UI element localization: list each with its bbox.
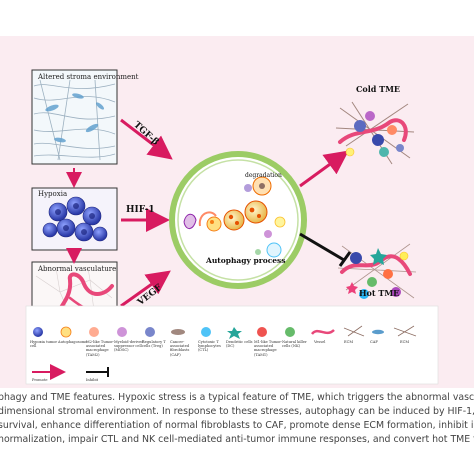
caption-line: normalization, impair CTL and NK cell-me… [0, 434, 474, 445]
legend-icons [32, 325, 417, 380]
legend-promote-label: Promote [32, 378, 48, 382]
diagram-canvas [25, 69, 439, 385]
hif1-label: HIF-1 [126, 205, 155, 215]
caption-line: phagy and TME features. Hypoxic stress i… [0, 392, 474, 403]
legend-label: Myeloid-derived suppressor cell (MDSC) [114, 340, 144, 353]
legend-label: Autophagosome [58, 340, 88, 344]
legend-label: Vessel [314, 340, 326, 344]
vegf-arrow [120, 270, 171, 308]
legend-label: Regulatory T cells (Treg) [142, 340, 166, 349]
tgf-beta-arrow [120, 118, 173, 160]
legend-label: Cytotoxic T lymphocytes (CTL) [198, 340, 221, 353]
legend-label: CAF [370, 340, 378, 344]
legend-label: M2-like Tumor-associated macrophage (TAM… [86, 340, 115, 357]
hot-tme-label: Hot TME [359, 288, 400, 298]
autophagy-circle [169, 151, 307, 289]
legend-label: Natural killer cells (NK) [282, 340, 307, 349]
legend-label: Cancer-associated fibroblasts (CAF) [170, 340, 190, 357]
legend-inhibit-label: Inhibit [86, 378, 99, 382]
autophagy-tme-diagram: Altered stroma environment Hypoxia Abnor… [0, 36, 474, 388]
legend-label: Hypoxia tumor cell [30, 340, 58, 349]
legend-label: ECM [400, 340, 410, 344]
vasc-box-title: Abnormal vasculature [38, 265, 117, 273]
inhibit-hot-arrow [299, 232, 345, 262]
hypoxia-stimulus-box [31, 187, 118, 251]
hot-tme-cluster [337, 243, 417, 299]
legend-label: M1-like Tumor-associated macrophage (TAM… [254, 340, 283, 357]
inhibit-bar [338, 251, 352, 267]
degradation-label: degradation [245, 172, 282, 179]
cold-tme-cluster [335, 101, 415, 165]
figure-caption: phagy and TME features. Hypoxic stress i… [0, 392, 474, 474]
legend-label: ECM [344, 340, 354, 344]
caption-line: dimensional stromal environment. In resp… [0, 406, 474, 417]
cold-tme-label: Cold TME [356, 84, 401, 94]
hypoxia-box-title: Hypoxia [38, 190, 68, 198]
legend-label: Dendritic cells (DC) [226, 340, 253, 349]
ecm-box-title: Altered stroma environment [38, 73, 139, 81]
ecm-stimulus-box [31, 69, 118, 165]
promote-cold-arrow [299, 150, 349, 188]
legend-panel [25, 305, 439, 385]
autophagy-process-label: Autophagy process [206, 256, 286, 265]
caption-line: survival, enhance differentiation of nor… [0, 420, 474, 431]
